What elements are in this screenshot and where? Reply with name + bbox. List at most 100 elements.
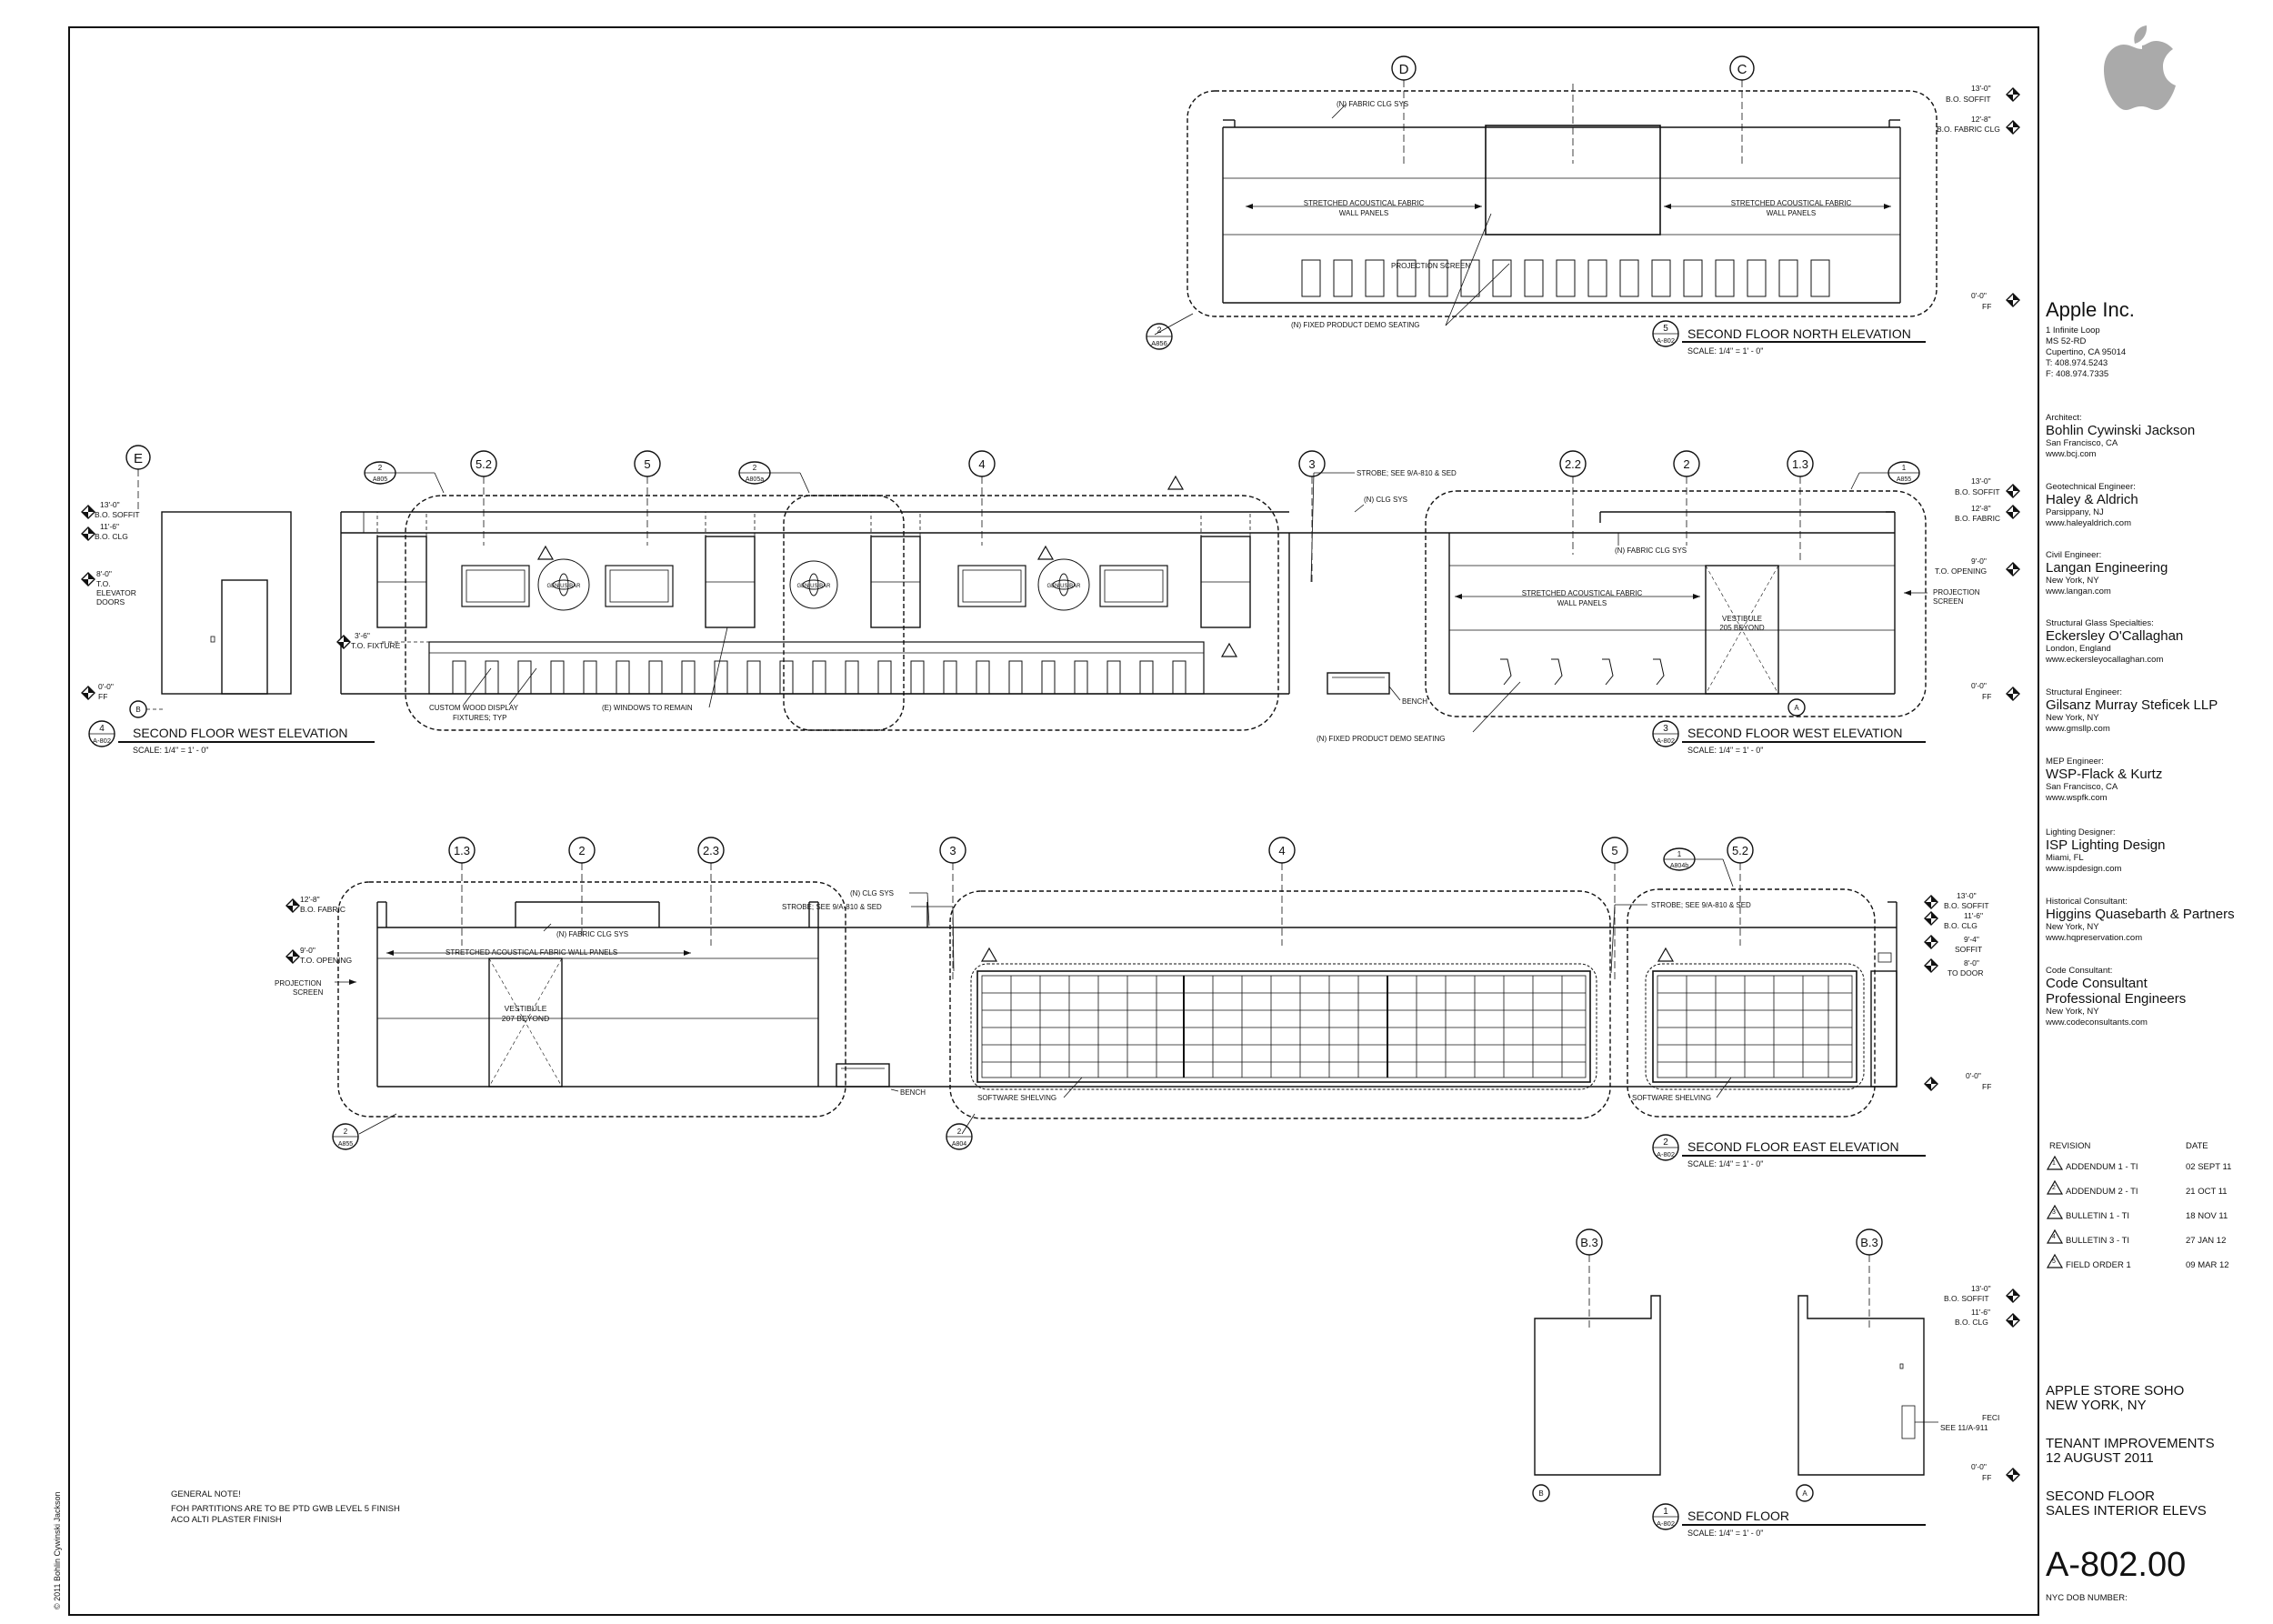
svg-text:4: 4 bbox=[1278, 844, 1285, 857]
grid-label-d: D bbox=[1399, 62, 1409, 77]
svg-text:A-802: A-802 bbox=[1657, 336, 1675, 345]
east-note-bench: BENCH bbox=[900, 1088, 926, 1097]
north-elevation: D C (N) FABRIC CLG SYS STRETCHED ACOUSTI… bbox=[1146, 55, 2020, 356]
owner-block: Apple Inc. 1 Infinite Loop MS 52-RD Cupe… bbox=[2046, 298, 2135, 379]
svg-text:SCREEN: SCREEN bbox=[293, 988, 324, 997]
svg-text:ELEVATOR: ELEVATOR bbox=[96, 588, 136, 597]
svg-text:2: 2 bbox=[378, 464, 383, 472]
svg-text:3'-6": 3'-6" bbox=[355, 631, 370, 640]
west3-scale: SCALE: 1/4" = 1' - 0" bbox=[1687, 746, 1763, 755]
svg-text:B.O. SOFFIT: B.O. SOFFIT bbox=[1944, 1294, 1989, 1303]
north-enlargement-cloud bbox=[1187, 90, 1938, 317]
svg-text:T.O. FIXTURE: T.O. FIXTURE bbox=[351, 641, 401, 650]
svg-text:FIXTURES; TYP: FIXTURES; TYP bbox=[453, 714, 506, 722]
svg-text:9'-4": 9'-4" bbox=[1964, 935, 1979, 944]
svg-text:13'-0": 13'-0" bbox=[1971, 476, 1991, 486]
display-stools bbox=[452, 660, 1187, 695]
east-cloud-1 bbox=[337, 881, 846, 1118]
svg-text:1.3: 1.3 bbox=[454, 844, 470, 857]
svg-text:0'-0": 0'-0" bbox=[1971, 681, 1987, 690]
svg-text:CUSTOM WOOD DISPLAY: CUSTOM WOOD DISPLAY bbox=[429, 704, 519, 712]
floor1-scale: SCALE: 1/4" = 1' - 0" bbox=[1687, 1529, 1763, 1538]
svg-text:B: B bbox=[1538, 1489, 1543, 1498]
west3-title: SECOND FLOOR WEST ELEVATION bbox=[1687, 726, 1902, 740]
svg-text:WALL PANELS: WALL PANELS bbox=[1339, 209, 1388, 217]
consultant-civil: Civil Engineer: Langan Engineering New Y… bbox=[2046, 550, 2168, 596]
consultant-lighting: Lighting Designer: ISP Lighting Design M… bbox=[2046, 827, 2166, 874]
svg-text:WALL PANELS: WALL PANELS bbox=[1767, 209, 1816, 217]
svg-text:2.3: 2.3 bbox=[703, 844, 719, 857]
svg-text:0'-0": 0'-0" bbox=[1966, 1071, 1981, 1080]
revision-row-1: ADDENDUM 1 - TI bbox=[2066, 1162, 2138, 1172]
east-note-ceiling: (N) CLG SYS bbox=[850, 889, 894, 897]
svg-text:VESTIBULE: VESTIBULE bbox=[505, 1004, 547, 1013]
consultant-structural: Structural Engineer: Gilsanz Murray Stef… bbox=[2046, 687, 2218, 734]
svg-text:B.3: B.3 bbox=[1860, 1236, 1878, 1249]
svg-text:FF: FF bbox=[1982, 692, 1991, 701]
west3-demo-seating bbox=[1500, 658, 1665, 686]
vestibule-207 bbox=[488, 957, 563, 1088]
svg-text:B: B bbox=[135, 706, 140, 714]
revision-row-4: BULLETIN 3 - TI bbox=[2066, 1236, 2130, 1246]
svg-text:11'-6": 11'-6" bbox=[1964, 911, 1983, 920]
west4-note-strobe: STROBE; SEE 9/A-810 & SED bbox=[1357, 469, 1457, 477]
sheet-title: SECOND FLOOR SALES INTERIOR ELEVS bbox=[2046, 1489, 2207, 1519]
svg-text:0'-0": 0'-0" bbox=[1971, 1462, 1987, 1471]
svg-text:A-802: A-802 bbox=[93, 737, 111, 745]
svg-text:A-802: A-802 bbox=[1657, 737, 1675, 745]
svg-text:FECI: FECI bbox=[1982, 1413, 1999, 1422]
revision-row-5: FIELD ORDER 1 bbox=[2066, 1260, 2131, 1270]
software-shelving bbox=[976, 970, 1591, 1083]
svg-text:STRETCHED ACOUSTICAL FABRIC: STRETCHED ACOUSTICAL FABRIC bbox=[1304, 199, 1425, 207]
consultant-historical: Historical Consultant: Higgins Quasebart… bbox=[2046, 897, 2235, 943]
east-note-strobe-2: STROBE; SEE 9/A-810 & SED bbox=[1651, 901, 1751, 909]
general-note: GENERAL NOTE! FOH PARTITIONS ARE TO BE P… bbox=[171, 1489, 400, 1525]
svg-text:B.O. SOFFIT: B.O. SOFFIT bbox=[1946, 95, 1991, 104]
west4-note-windows: (E) WINDOWS TO REMAIN bbox=[602, 704, 693, 712]
west4-scale: SCALE: 1/4" = 1' - 0" bbox=[133, 746, 208, 755]
project-phase: TENANT IMPROVEMENTS 12 AUGUST 2011 bbox=[2046, 1436, 2215, 1466]
shelving-grid bbox=[982, 976, 1586, 1078]
svg-text:A804b: A804b bbox=[1670, 863, 1688, 869]
east-note-shelving-2: SOFTWARE SHELVING bbox=[1632, 1094, 1711, 1102]
svg-text:1: 1 bbox=[1902, 464, 1907, 472]
svg-text:A: A bbox=[1802, 1489, 1807, 1498]
revision-row-2: ADDENDUM 2 - TI bbox=[2066, 1187, 2138, 1197]
svg-text:13'-0": 13'-0" bbox=[1971, 1284, 1991, 1293]
copyright: © 2011 Bohlin Cywinski Jackson bbox=[53, 1491, 62, 1609]
svg-text:A805a: A805a bbox=[746, 476, 764, 483]
west-elevation-3: 2.2 2 1.3 1 A855 (N) FABRIC CLG SYS STRE… bbox=[1289, 450, 2020, 755]
east-note-strobe: STROBE; SEE 9/A-810 & SED bbox=[782, 903, 882, 911]
west3-cloud bbox=[1425, 490, 1927, 717]
svg-text:8'-0": 8'-0" bbox=[1964, 958, 1979, 967]
svg-text:A-802: A-802 bbox=[1657, 1519, 1675, 1528]
consultant-structural-glass: Structural Glass Specialties: Eckersley … bbox=[2046, 618, 2184, 665]
svg-text:3: 3 bbox=[1663, 724, 1668, 734]
svg-text:A804: A804 bbox=[952, 1141, 966, 1148]
genius-bar-sign-1 bbox=[537, 558, 590, 611]
floor1-title: SECOND FLOOR bbox=[1687, 1509, 1789, 1523]
display-panel bbox=[1099, 565, 1168, 607]
display-panel bbox=[461, 565, 530, 607]
east-note-shelving: SOFTWARE SHELVING bbox=[977, 1094, 1056, 1102]
svg-text:13'-0": 13'-0" bbox=[1971, 84, 1991, 93]
svg-text:11'-6": 11'-6" bbox=[1971, 1308, 1990, 1317]
svg-text:B.O. SOFFIT: B.O. SOFFIT bbox=[1944, 901, 1989, 910]
north-note-screen: PROJECTION SCREEN bbox=[1391, 262, 1470, 270]
svg-text:E: E bbox=[134, 451, 143, 466]
west4-title: SECOND FLOOR WEST ELEVATION bbox=[133, 726, 347, 740]
svg-text:SOFFIT: SOFFIT bbox=[1955, 945, 1982, 954]
project-name: APPLE STORE SOHO NEW YORK, NY bbox=[2046, 1383, 2185, 1413]
svg-text:A855: A855 bbox=[1897, 476, 1911, 483]
svg-text:T.O. OPENING: T.O. OPENING bbox=[300, 956, 352, 965]
sheet-border bbox=[68, 26, 2039, 1616]
svg-text:5.2: 5.2 bbox=[476, 457, 492, 471]
svg-text:3: 3 bbox=[949, 844, 956, 857]
elevator-door bbox=[221, 579, 268, 695]
svg-text:2: 2 bbox=[1157, 326, 1161, 335]
general-note-title: GENERAL NOTE! bbox=[171, 1489, 241, 1499]
general-note-line-1: FOH PARTITIONS ARE TO BE PTD GWB LEVEL 5… bbox=[171, 1504, 400, 1514]
svg-text:1.3: 1.3 bbox=[1792, 457, 1808, 471]
genius-bar-sign-3 bbox=[1037, 558, 1090, 611]
